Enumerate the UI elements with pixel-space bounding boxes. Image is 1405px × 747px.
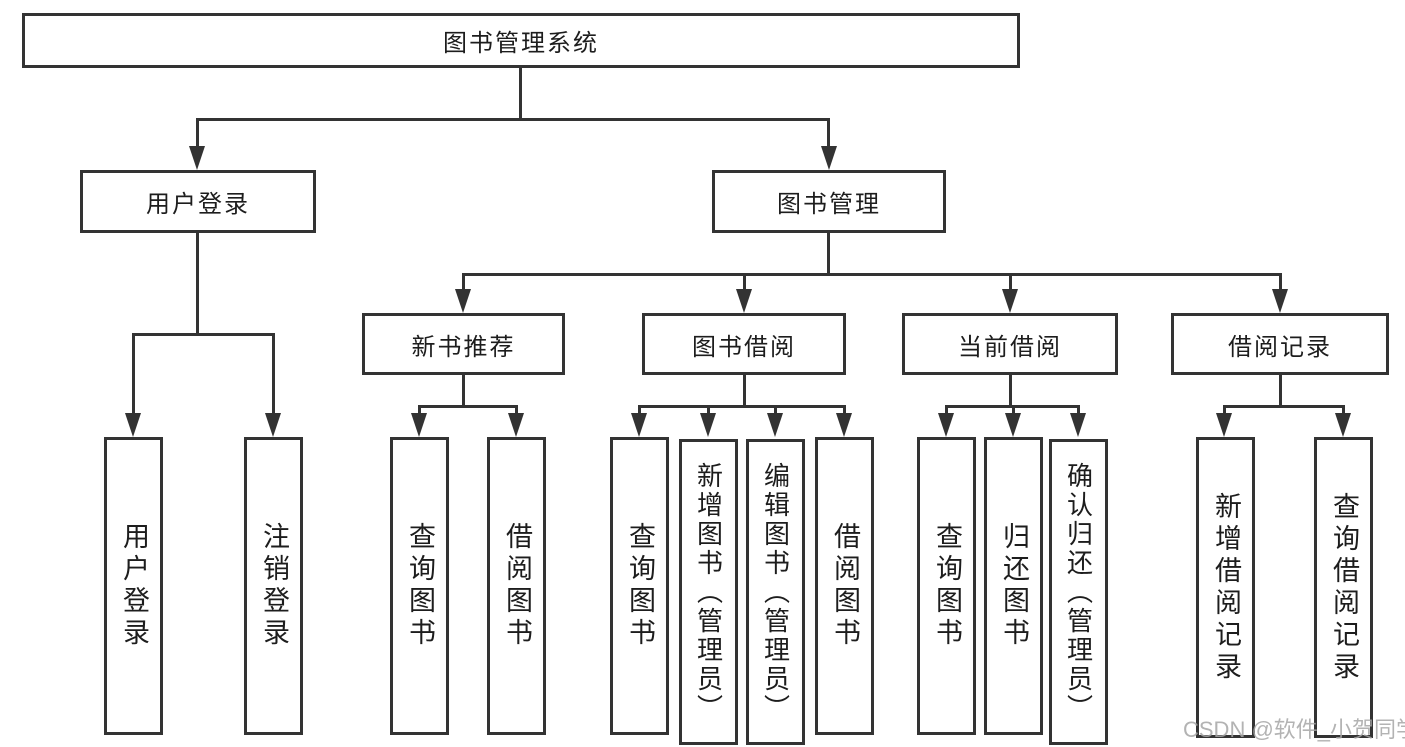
node-book-management-label: 图书管理 <box>777 191 881 218</box>
arrow-down-icon <box>125 413 141 437</box>
node-book-borrow-label: 图书借阅 <box>692 333 796 361</box>
leaf-logout: 注销登录 <box>244 437 303 735</box>
leaf-query-books: 查询图书 <box>917 437 976 735</box>
connector-new-book-distributor <box>418 405 518 408</box>
connector-book-mgmt-stem <box>827 233 830 273</box>
node-new-book-recommend: 新书推荐 <box>362 313 565 375</box>
leaf-return-books-label: 归还图书 <box>999 522 1029 650</box>
leaf-edit-books-admin: 编辑图书（管理员） <box>746 439 805 745</box>
node-borrow-records-label: 借阅记录 <box>1228 333 1332 361</box>
leaf-confirm-return-admin: 确认归还（管理员） <box>1049 439 1108 745</box>
arrow-down-icon <box>411 413 427 437</box>
connector-drop-leaf <box>1077 405 1080 415</box>
connector-current-stem <box>1009 375 1012 406</box>
connector-drop-leaf <box>843 405 846 415</box>
connector-user-login-distributor <box>132 333 275 336</box>
connector-drop-leaf <box>418 405 421 415</box>
leaf-user-login: 用户登录 <box>104 437 163 735</box>
leaf-borrow-books-label: 借阅图书 <box>830 522 860 650</box>
node-new-book-recommend-label: 新书推荐 <box>411 333 516 361</box>
arrow-down-icon <box>836 413 852 437</box>
connector-drop-borrow <box>743 273 746 291</box>
connector-drop-current <box>1009 273 1012 291</box>
connector-drop-leaf <box>638 405 641 415</box>
arrow-down-icon <box>265 413 281 437</box>
leaf-borrow-books: 借阅图书 <box>487 437 546 735</box>
csdn-watermark: CSDN @软件_小贺同学 <box>1183 717 1405 742</box>
connector-records-stem <box>1279 375 1282 406</box>
arrow-down-icon <box>631 413 647 437</box>
leaf-return-books: 归还图书 <box>984 437 1043 735</box>
connector-drop-user-login <box>196 118 199 149</box>
arrow-down-icon <box>1070 413 1086 437</box>
leaf-logout-label: 注销登录 <box>259 522 289 650</box>
leaf-add-books-admin: 新增图书（管理员） <box>679 439 738 745</box>
leaf-query-books-label: 查询图书 <box>405 522 435 650</box>
connector-drop-records <box>1279 273 1282 291</box>
arrow-down-icon <box>508 413 524 437</box>
leaf-query-books-label: 查询图书 <box>932 522 962 650</box>
arrow-down-icon <box>455 289 471 313</box>
arrow-down-icon <box>1216 413 1232 437</box>
leaf-query-books: 查询图书 <box>610 437 669 735</box>
arrow-down-icon <box>1272 289 1288 313</box>
node-root-label: 图书管理系统 <box>443 30 599 57</box>
arrow-down-icon <box>1335 413 1351 437</box>
connector-drop-leaf <box>774 405 777 415</box>
arrow-down-icon <box>1005 413 1021 437</box>
connector-drop-leaf <box>1012 405 1015 415</box>
node-book-borrow: 图书借阅 <box>642 313 846 375</box>
node-user-login-label: 用户登录 <box>146 191 250 218</box>
connector-new-book-stem <box>462 375 465 406</box>
node-user-login: 用户登录 <box>80 170 316 233</box>
arrow-down-icon <box>736 289 752 313</box>
leaf-confirm-return-admin-label: 确认归还（管理员） <box>1063 461 1094 723</box>
connector-drop-leaf <box>1342 405 1345 415</box>
node-borrow-records: 借阅记录 <box>1171 313 1389 375</box>
connector-drop-leaf <box>132 333 135 415</box>
leaf-borrow-books-label: 借阅图书 <box>502 522 532 650</box>
connector-drop-leaf <box>707 405 710 415</box>
leaf-user-login-label: 用户登录 <box>119 522 149 650</box>
leaf-add-borrow-record-label: 新增借阅记录 <box>1211 491 1241 684</box>
node-root: 图书管理系统 <box>22 13 1020 68</box>
arrow-down-icon <box>189 146 205 170</box>
node-book-management: 图书管理 <box>712 170 946 233</box>
arrow-down-icon <box>821 146 837 170</box>
connector-book-mgmt-distributor <box>462 273 1282 276</box>
leaf-query-borrow-record-label: 查询借阅记录 <box>1329 491 1359 684</box>
leaf-edit-books-admin-label: 编辑图书（管理员） <box>760 461 791 723</box>
leaf-add-books-admin-label: 新增图书（管理员） <box>693 461 724 723</box>
connector-drop-new-book <box>462 273 465 291</box>
leaf-add-borrow-record: 新增借阅记录 <box>1196 437 1255 738</box>
arrow-down-icon <box>700 413 716 437</box>
connector-borrow-stem <box>743 375 746 406</box>
connector-records-distributor <box>1224 405 1345 408</box>
connector-drop-leaf <box>1223 405 1226 415</box>
leaf-borrow-books: 借阅图书 <box>815 437 874 735</box>
node-current-borrow: 当前借阅 <box>902 313 1118 375</box>
node-current-borrow-label: 当前借阅 <box>958 333 1062 361</box>
connector-root-stem <box>519 68 522 118</box>
connector-user-login-stem <box>196 233 199 333</box>
leaf-query-books: 查询图书 <box>390 437 449 735</box>
leaf-query-borrow-record: 查询借阅记录 <box>1314 437 1373 738</box>
connector-drop-leaf <box>272 333 275 415</box>
connector-drop-book-mgmt <box>827 118 830 149</box>
leaf-query-books-label: 查询图书 <box>625 522 655 650</box>
arrow-down-icon <box>767 413 783 437</box>
arrow-down-icon <box>1002 289 1018 313</box>
connector-root-distributor <box>196 118 830 121</box>
arrow-down-icon <box>938 413 954 437</box>
connector-drop-leaf <box>945 405 948 415</box>
connector-drop-leaf <box>515 405 518 415</box>
connector-borrow-distributor <box>638 405 846 408</box>
